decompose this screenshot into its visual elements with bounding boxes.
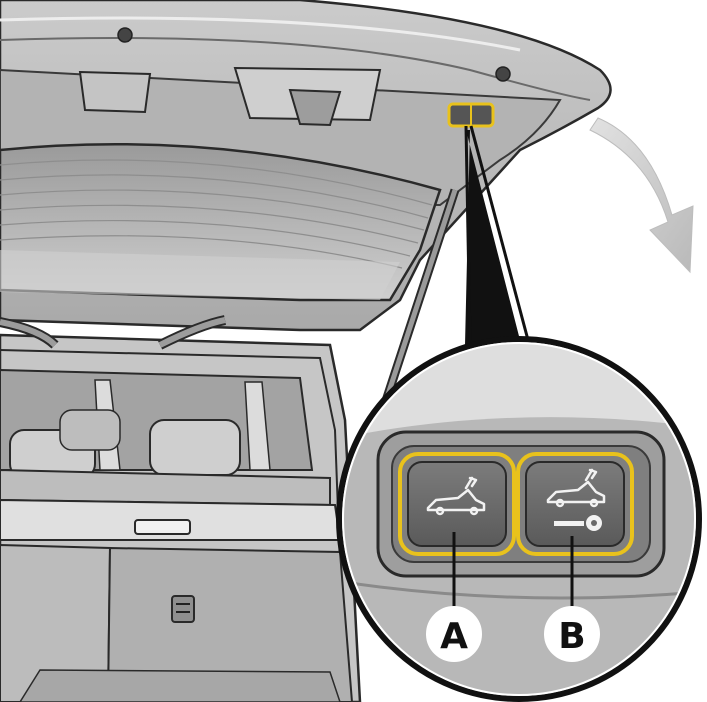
callout-letter-b: B xyxy=(558,616,585,657)
detail-magnifier: A B xyxy=(336,336,702,702)
tailgate-shell xyxy=(0,0,612,332)
cargo-area xyxy=(0,315,362,702)
closing-direction-arrow xyxy=(589,117,694,274)
tailgate-close-icon xyxy=(546,468,606,508)
key-icon xyxy=(554,515,602,531)
headrest xyxy=(149,419,241,476)
bolt-icon xyxy=(495,66,511,82)
cover-handle xyxy=(134,519,191,535)
tailgate-close-icon xyxy=(426,476,486,516)
grip-recess xyxy=(78,70,152,114)
callout-b: B xyxy=(544,606,600,662)
bolt-icon xyxy=(117,27,133,43)
callout-a: A xyxy=(426,606,482,662)
close-and-lock-tailgate-button xyxy=(516,452,634,556)
leader-lines xyxy=(464,125,530,345)
close-tailgate-button xyxy=(398,452,516,556)
cargo-switch xyxy=(171,595,195,623)
callout-letter-a: A xyxy=(440,616,468,657)
